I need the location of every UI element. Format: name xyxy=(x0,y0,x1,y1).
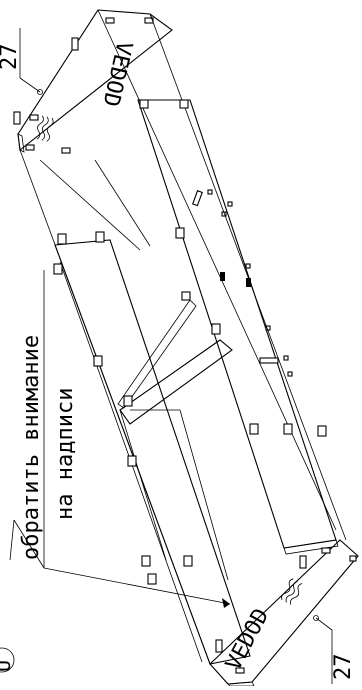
logo-wave-icon-top xyxy=(36,115,54,142)
callout-label-bottom: 27 xyxy=(331,654,356,681)
corner-label: U xyxy=(0,660,15,672)
note-line-1: обратить внимание xyxy=(19,335,44,560)
bottom-panel xyxy=(54,239,251,665)
callout-leader-top xyxy=(19,28,41,93)
corner-label-badge xyxy=(0,647,15,673)
callout-leader-bottom xyxy=(315,617,333,684)
callout-label-top: 27 xyxy=(0,44,22,71)
callout-marker-bottom xyxy=(313,615,319,621)
end-plate-top xyxy=(13,9,173,154)
note-leaders xyxy=(9,519,231,608)
logo-text-top: VEDOD xyxy=(97,39,136,109)
end-plate-bottom xyxy=(209,539,359,687)
divider-panel xyxy=(117,299,233,581)
edge-tabs xyxy=(53,99,327,585)
logo-wave-icon-bottom xyxy=(281,578,303,605)
note-line-2: на надписи xyxy=(53,388,78,520)
callout-marker-top xyxy=(37,89,43,95)
side-panel-right xyxy=(137,99,339,555)
